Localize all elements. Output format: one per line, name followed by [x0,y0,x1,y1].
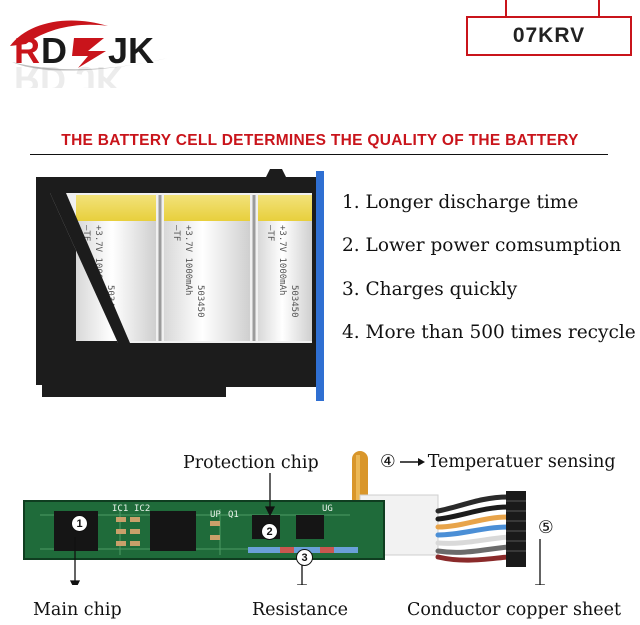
logo-letter-d: D [41,30,67,71]
model-box-tick-left [505,0,507,16]
cable-plug [506,491,526,567]
silk-q1: Q1 [228,510,239,520]
label-temperature-sensing: Temperatuer sensing [427,452,616,472]
feature-4: 4. More than 500 times recycle [342,322,636,343]
cell-2-print-c: 503450 [195,285,205,318]
cell-3-print-b: +3.7V 1000mAh [277,225,287,295]
silk-up: UP [210,510,221,520]
cell-3-print-a: —TF [265,225,275,241]
headline: THE BATTERY CELL DETERMINES THE QUALITY … [61,132,579,149]
marker-5: ⑤ [538,518,554,538]
cell-2-print-b: +3.7V 1000mAh [183,225,193,295]
silk-ic2: IC2 [134,504,150,514]
battery-cells [76,195,312,341]
mosfet-chip [296,515,324,539]
logo-swoosh [10,20,108,46]
model-number: 07KRV [512,24,586,47]
label-conductor-copper-sheet: Conductor copper sheet [407,600,621,620]
marker-2: 2 [261,523,278,540]
marker-4: ④ [380,452,396,472]
svg-text:RD JK: RD JK [14,59,122,88]
feature-1: 1. Longer discharge time [342,192,579,213]
brand-logo: R D JK RD JK [10,20,168,88]
headline-rule [30,154,608,155]
cell-1-print-a: —TF [81,225,91,241]
label-protection-chip: Protection chip [183,453,319,473]
arrow-right-icon [399,458,425,466]
logo-letter-r: R [14,30,40,71]
cell-1-print-b: +3.7V 1000mAh [93,225,103,295]
battery-blue-edge [316,171,324,401]
feature-2: 2. Lower power comsumption [342,235,622,256]
logo-letters-jk: JK [108,30,154,71]
label-resistance: Resistance [252,600,348,620]
battery-slant-edge [50,193,130,343]
marker-1: 1 [71,515,88,532]
logo-letter-s [72,38,106,68]
silk-ug: UG [322,504,333,514]
battery-pack-image: —TF +3.7V 1000mAh 503450 —TF +3.7V 1000m… [36,169,324,401]
cell-2-print-a: —TF [171,225,181,241]
label-temperature-group: ④ Temperatuer sensing [380,452,616,472]
model-number-box: 07KRV [466,16,632,56]
label-main-chip: Main chip [33,600,122,620]
ic2-chip [150,511,196,551]
silk-ic1: IC1 [112,504,128,514]
model-box-tick-right [598,0,600,16]
marker-3: 3 [296,549,313,566]
cell-3-print-c: 503450 [289,285,299,318]
feature-3: 3. Charges quickly [342,279,518,300]
